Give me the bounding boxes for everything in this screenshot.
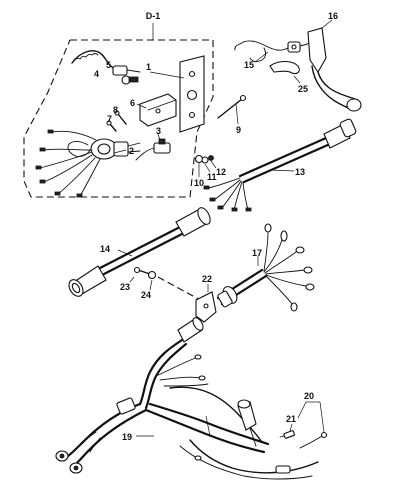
screw-parts <box>106 110 127 132</box>
washer-nut-parts <box>194 154 217 177</box>
callout-25: 25 <box>298 84 308 94</box>
mounting-plate-part <box>149 55 205 133</box>
fuse-holder-part <box>237 399 257 447</box>
callout-7: 7 <box>107 114 112 124</box>
callout-3: 3 <box>156 126 161 136</box>
ignition-switch-part <box>35 129 141 198</box>
callout-14: 14 <box>100 244 110 254</box>
key-part <box>121 75 139 85</box>
callout-9: 9 <box>236 125 241 135</box>
callout-12: 12 <box>216 167 226 177</box>
harness-13-part <box>203 118 357 212</box>
callout-4: 4 <box>94 69 99 79</box>
small-switch-part <box>135 133 171 161</box>
lever-bracket-part <box>307 19 362 112</box>
screw-23-part <box>129 266 151 283</box>
callout-1: 1 <box>146 62 151 72</box>
callout-6: 6 <box>130 98 135 108</box>
alignment-line <box>157 276 205 303</box>
callout-11: 11 <box>207 172 217 182</box>
callout-21: 21 <box>286 414 296 424</box>
callout-8: 8 <box>113 105 118 115</box>
long-screw-part <box>217 94 247 125</box>
group-d1-boundary <box>23 23 214 198</box>
fuse-21-part <box>279 423 295 439</box>
bracket-22-part <box>195 284 217 323</box>
callout-24: 24 <box>141 290 151 300</box>
callout-10: 10 <box>194 178 204 188</box>
callout-20: 20 <box>304 391 314 401</box>
part-20 <box>297 401 328 449</box>
callout-22: 22 <box>202 274 212 284</box>
washer-24-part <box>147 270 157 291</box>
cable-14-part <box>68 207 211 297</box>
leader-mid <box>205 415 211 437</box>
callout-5: 5 <box>106 60 111 70</box>
harness-17-part <box>216 223 315 312</box>
callout-17: 17 <box>252 248 262 258</box>
callout-16: 16 <box>328 11 338 21</box>
clip-part <box>269 60 301 84</box>
bracket-part <box>136 93 177 127</box>
callout-23: 23 <box>120 282 130 292</box>
callout-2: 2 <box>129 146 134 156</box>
lanyard-cord-part <box>71 50 141 76</box>
group-label-d1: D-1 <box>146 11 161 21</box>
main-harness-19-part <box>55 317 319 480</box>
callout-13: 13 <box>295 167 305 177</box>
kill-switch-clip-part <box>234 35 321 63</box>
callout-19: 19 <box>122 432 132 442</box>
callout-15: 15 <box>244 60 254 70</box>
